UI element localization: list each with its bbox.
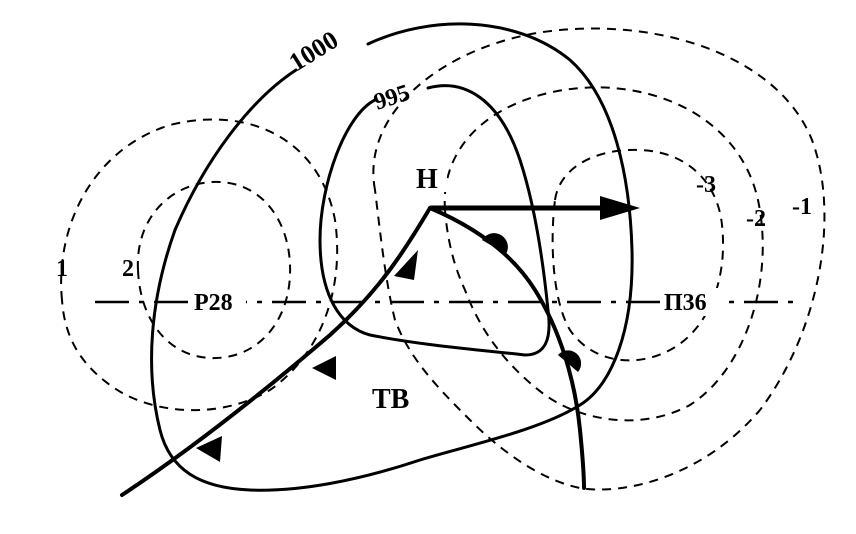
warm-front-semicircle (482, 233, 508, 254)
isotherm-2 (136, 180, 292, 360)
isotherm-label-minus-3: -3 (696, 172, 716, 198)
isotherm-label-1: 1 (56, 256, 68, 282)
isobar-label-1000: 1000 (284, 25, 343, 77)
warm-front-semicircle (558, 350, 582, 372)
isotherm-label-2: 2 (122, 256, 134, 282)
isotherm-label-minus-2: -2 (746, 206, 766, 232)
cold-front-triangle (196, 436, 222, 462)
isotherm-minus-2 (443, 86, 764, 422)
cold-front-triangle (394, 250, 418, 280)
isobar-label-995: 995 (371, 80, 413, 116)
isobar-995 (318, 84, 551, 357)
low-center-label: Н (416, 164, 438, 195)
warm-sector-label: ТВ (372, 384, 409, 415)
center-label-bg (413, 160, 447, 192)
isobar-1000 (150, 22, 634, 492)
isotherm-minus-1 (372, 27, 826, 491)
section-right-bg (660, 288, 722, 316)
warm-front (428, 206, 586, 490)
cold-front-triangle (312, 356, 336, 380)
movement-arrow-head (600, 196, 640, 220)
isotherm-1 (60, 118, 339, 412)
isotherm-label-minus-1: -1 (792, 194, 812, 220)
cold-front (120, 206, 432, 497)
section-point-right: П36 (664, 290, 707, 316)
section-point-left: Р28 (194, 290, 233, 316)
section-left-bg (188, 288, 246, 316)
